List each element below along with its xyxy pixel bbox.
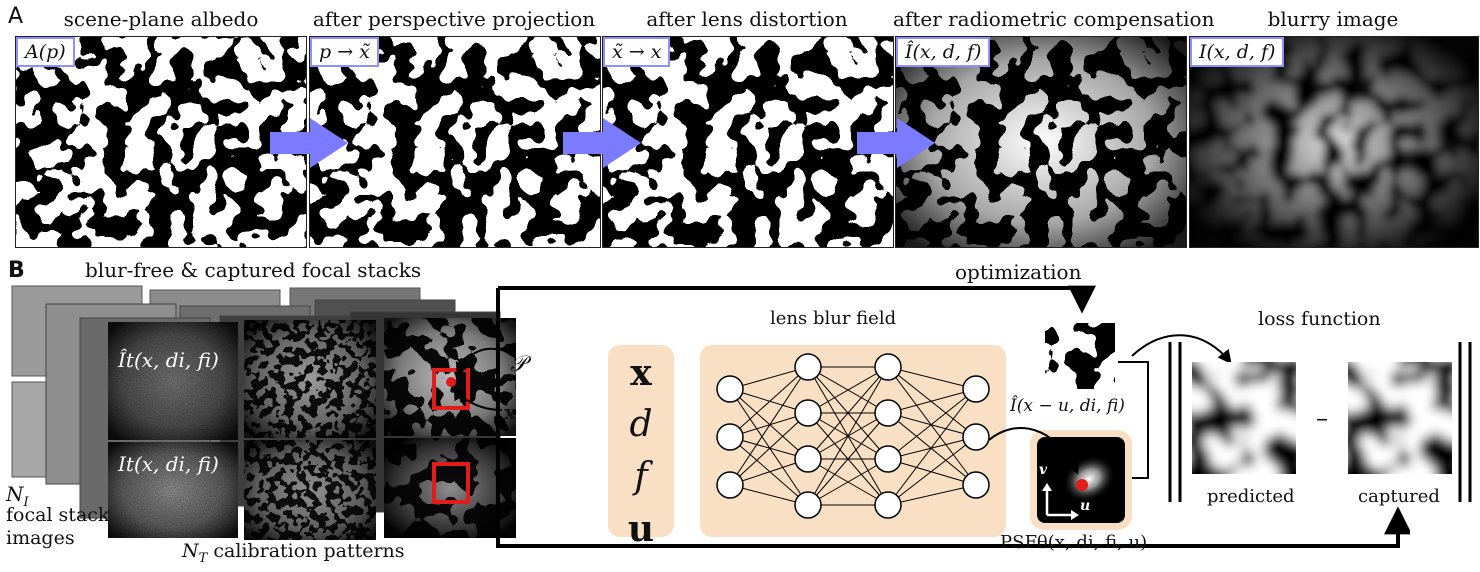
network-edge (807, 412, 889, 506)
panel-title-4: after radiometric compensation (893, 7, 1215, 31)
blurry-tag: I(x, d, f) (1190, 37, 1285, 67)
captured-label: It(x, di, fi) (118, 452, 219, 476)
network-node (874, 445, 902, 473)
var-f: f (634, 456, 648, 497)
var-x: x (630, 352, 652, 394)
panel-title-3: after lens distortion (646, 7, 848, 31)
set-p-label: 𝒫 (510, 352, 526, 377)
var-d: d (629, 404, 653, 445)
network-edge (887, 436, 977, 506)
network-node (794, 399, 822, 427)
psf-axis-u: u (1080, 498, 1091, 514)
projection-panel: p → x̃ (309, 36, 601, 248)
radiometric-panel: Î(x, d, f) (895, 36, 1187, 248)
focal-stacks (11, 285, 516, 540)
albedo-tag: A(p) (16, 37, 75, 67)
network-edge (887, 388, 977, 414)
network-node (716, 471, 744, 499)
input-variables: x d f u (608, 345, 674, 550)
network-edge (807, 366, 889, 414)
network-edge (807, 366, 889, 460)
network-edge (729, 366, 809, 486)
ni-caption-2: images (6, 527, 75, 549)
network-node (716, 423, 744, 451)
panel-title-2: after perspective projection (312, 7, 596, 31)
network-node (874, 353, 902, 381)
network-edge (887, 366, 977, 438)
projection-pattern (310, 37, 600, 247)
network-edge (807, 458, 889, 506)
network-node (874, 399, 902, 427)
nt-caption: NT calibration patterns (182, 540, 405, 566)
minus-sign: – (1316, 404, 1328, 432)
arrow-icon (270, 118, 348, 168)
optimization-label: optimization (955, 260, 1082, 284)
network-edge (887, 366, 977, 486)
network-edge (729, 388, 809, 506)
shifted-label: Î(x − u, di, fi) (1010, 396, 1125, 416)
network-edge (729, 436, 809, 506)
network-edge (887, 412, 977, 438)
network-node (962, 423, 990, 451)
psf-axis-v: v (1039, 462, 1048, 478)
var-u: u (627, 508, 655, 550)
albedo-pattern (16, 37, 306, 247)
network-edge (887, 366, 977, 390)
network-edge (887, 388, 977, 506)
network-edge (887, 436, 977, 460)
network-node (962, 375, 990, 403)
network-edge (807, 366, 889, 506)
projection-tag: p → x̃ (310, 37, 379, 67)
blurry-panel: I(x, d, f) (1189, 36, 1479, 248)
network-edge (729, 412, 809, 486)
network-node (794, 491, 822, 519)
network-node (716, 375, 744, 403)
predicted-image (1192, 362, 1296, 474)
arrow-icon (563, 118, 641, 168)
network-edge (887, 484, 977, 506)
radiometric-pattern (896, 37, 1186, 247)
captured-image (1348, 362, 1452, 474)
lens-blur-field-label: lens blur field (770, 308, 897, 329)
network-node (794, 445, 822, 473)
network-edge (887, 458, 977, 486)
arrow-icon (857, 118, 935, 168)
part-b-letter: B (8, 258, 25, 283)
stacks-title: blur-free & captured focal stacks (85, 258, 422, 282)
connectors (1118, 334, 1232, 479)
network-node (962, 471, 990, 499)
panel-title-5: blurry image (1267, 7, 1399, 31)
network-edge (729, 366, 809, 438)
network-node (874, 491, 902, 519)
psf-label: PSFθ(x, di, fi, u) (1000, 532, 1148, 553)
ni-caption-1: focal stack (6, 504, 110, 526)
network-edge (887, 388, 977, 460)
pixel-x-label: x (504, 400, 516, 424)
distortion-pattern (603, 37, 893, 247)
shifted-image (1045, 323, 1115, 389)
captured-caption: captured (1358, 486, 1440, 507)
loss-function-title: loss function (1258, 308, 1381, 330)
neural-network (716, 353, 990, 519)
distortion-tag: x̃ → x (603, 37, 671, 67)
ni-label: NI (6, 482, 29, 510)
network-node (794, 353, 822, 381)
distortion-panel: x̃ → x (602, 36, 894, 248)
loss-norm-bars (1168, 342, 1472, 502)
network-to-psf-arrow (988, 427, 1079, 475)
network-edge (887, 412, 977, 486)
predicted-label: predicted (1207, 486, 1295, 507)
blurry-pattern (1190, 37, 1478, 247)
hat-label: Ît(x, di, fi) (118, 348, 219, 372)
panel-title-1: scene-plane albedo (63, 7, 259, 31)
network-edge (729, 388, 809, 460)
albedo-panel: A(p) (15, 36, 307, 248)
radiometric-tag: Î(x, d, f) (896, 37, 991, 67)
optimization-loop (496, 285, 1410, 548)
part-a-letter: A (8, 4, 24, 29)
